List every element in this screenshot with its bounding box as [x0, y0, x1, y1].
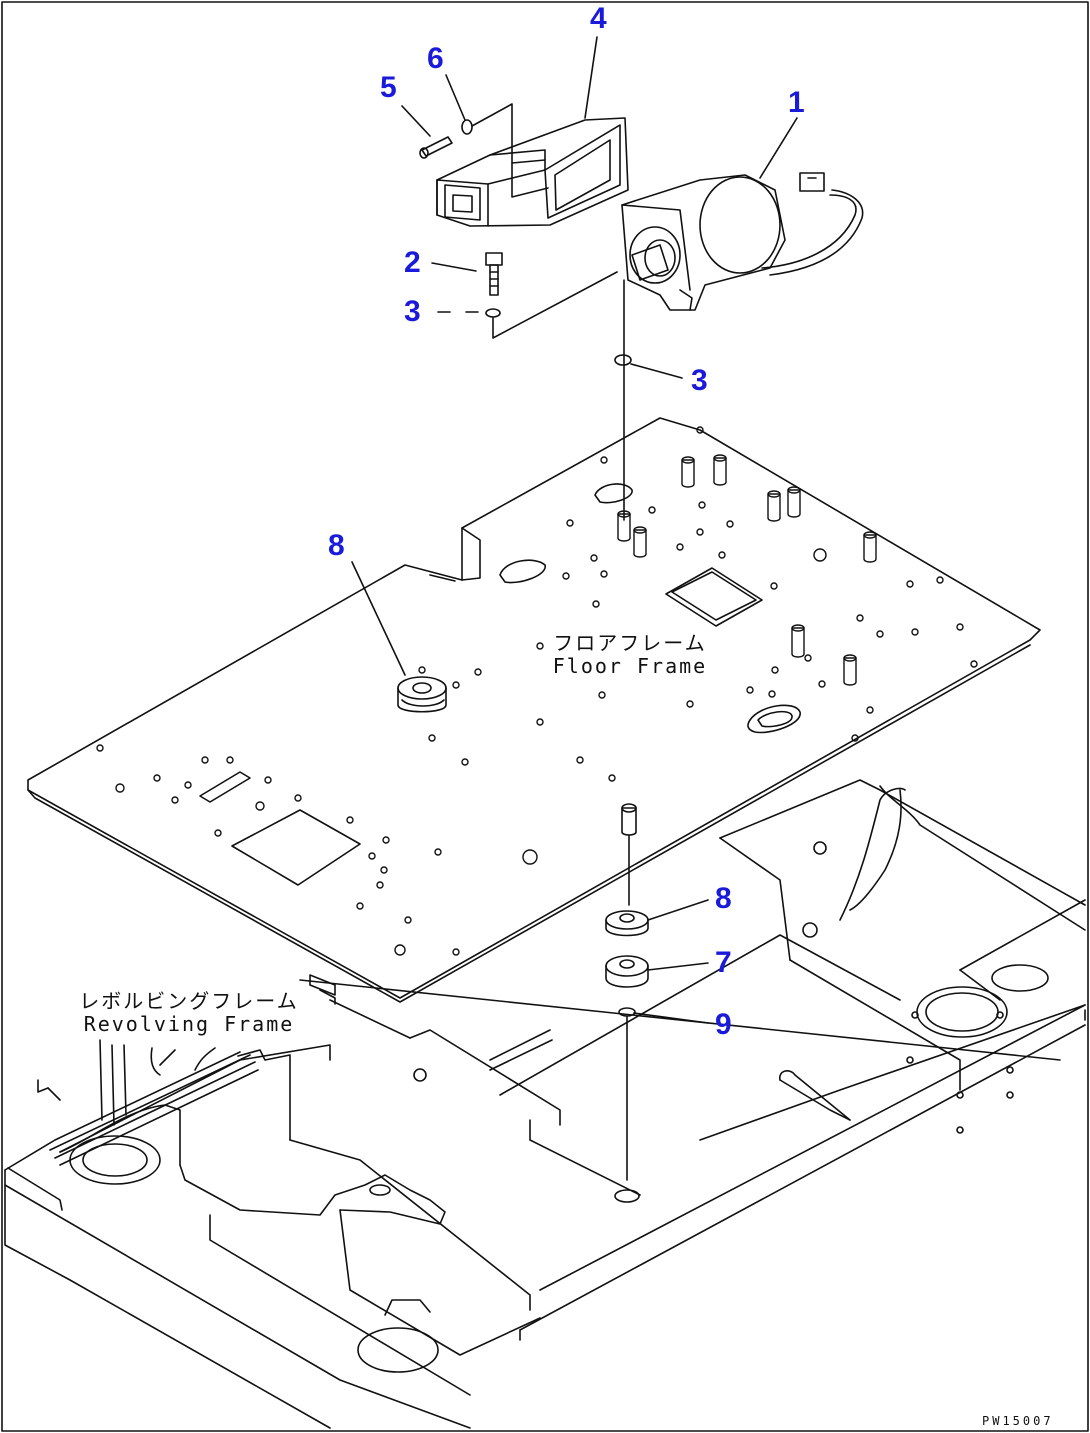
callout-1: 1 [788, 86, 805, 119]
drawing-code: PW15007 [982, 1414, 1054, 1428]
callout-2: 2 [404, 246, 421, 279]
washer-part-3-upper [485, 271, 618, 339]
revolving-frame-label-en: Revolving Frame [83, 1012, 295, 1036]
callout-6: 6 [427, 42, 444, 75]
revolving-frame-leaders [37, 1039, 216, 1126]
callout-leader-lines [351, 36, 798, 1024]
revolving-frame [4, 779, 1086, 1429]
floor-frame-label-jp: フロアフレーム [553, 631, 707, 655]
blower-motor-part-1 [621, 172, 864, 311]
callout-9: 9 [715, 1008, 732, 1041]
callout-7: 7 [715, 946, 732, 979]
revolving-frame-label-jp: レボルビングフレーム [79, 989, 299, 1013]
callout-4: 4 [590, 2, 607, 35]
washer-part-6 [461, 119, 473, 135]
bolt-part-2 [485, 252, 503, 296]
duct-leader-line [471, 103, 549, 198]
washer-part-3-lower [614, 354, 632, 366]
floor-frame-label: フロアフレーム Floor Frame [540, 632, 720, 678]
callout-8-floor: 8 [328, 529, 345, 562]
revolving-frame-label: レボルビングフレーム Revolving Frame [74, 990, 304, 1036]
callout-3-upper: 3 [404, 295, 421, 328]
callout-3-lower: 3 [691, 364, 708, 397]
callout-5: 5 [380, 71, 397, 104]
screw-part-5 [419, 136, 453, 159]
mount-stack [605, 803, 649, 1203]
rubber-mount-part-8-on-floor [397, 676, 447, 713]
floor-frame-label-en: Floor Frame [552, 654, 708, 678]
duct-part-4 [436, 117, 629, 227]
callout-8-lower: 8 [715, 882, 732, 915]
duct-leader-line-2 [511, 159, 546, 164]
floor-frame [27, 417, 1041, 1003]
